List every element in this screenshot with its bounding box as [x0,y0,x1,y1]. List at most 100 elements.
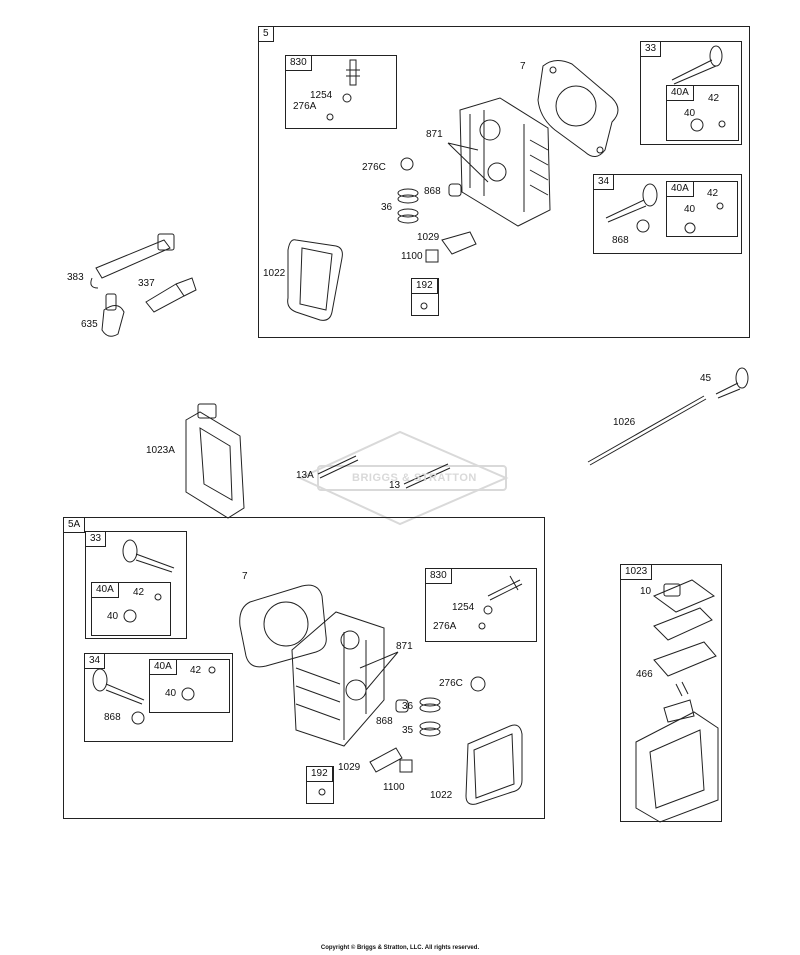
intake-valve-icon [671,45,723,85]
part-871-label: 871 [426,129,443,140]
leader-871b [359,651,399,691]
valve-spring-b-icon [419,697,441,737]
valve-cover-1023-icon [635,579,719,823]
group-830b-tag: 830 [425,568,452,584]
part-13a-label: 13A [296,470,314,481]
pushrod-1026-icon [587,395,707,466]
seal-868-icon [636,219,650,233]
part-40c-label: 40 [107,611,119,622]
part-40d-label: 40 [165,688,177,699]
part-42-label: 42 [708,93,720,104]
part-13-label: 13 [389,480,401,491]
part-1100b-label: 1100 [383,782,405,793]
part-1022-label: 1022 [263,268,286,279]
group-34b-tag: 34 [84,653,106,669]
group-40a-b-frame: 40A [666,181,738,237]
group-40a-d-tag: 40A [149,659,177,675]
part-36-label: 36 [381,202,393,213]
part-276c-label: 276C [362,162,386,173]
group-33b-frame: 33 [85,531,187,639]
group-830-frame: 830 [285,55,397,129]
part-276a-label: 276A [293,101,317,112]
group-40a-frame: 40A [666,85,739,141]
group-5a-frame: 5A [63,517,545,819]
part-871b-label: 871 [396,641,413,652]
group-34-tag: 34 [593,174,615,190]
keeper-40-icon [690,118,704,132]
part-42c-label: 42 [133,587,145,598]
rocker-1100b-icon [399,759,413,773]
group-830b-frame: 830 [425,568,537,642]
group-33b-tag: 33 [85,531,107,547]
part-1029-label: 1029 [417,232,440,243]
watermark-logo [297,430,509,526]
part-276cb-label: 276C [439,678,463,689]
part-45-label: 45 [700,373,712,384]
washer-276c-icon [400,157,414,171]
part-1026-label: 1026 [613,417,636,428]
part-868-label: 868 [424,186,441,197]
rocker-1029-icon [441,231,477,255]
group-830-tag: 830 [285,55,312,71]
keeper-40c-icon [123,609,137,623]
group-40a-b-tag: 40A [666,181,694,197]
retainer-42d-icon [208,666,216,674]
rocker-1100-icon [425,249,439,263]
cylinder-head-icon [459,97,551,227]
guide-868d-icon [395,699,409,713]
group-192-frame: 192 [411,278,439,316]
group-33-tag: 33 [640,41,662,57]
exhaust-valve-icon [605,183,658,223]
cover-gasket-1022b-icon [465,724,523,805]
spark-plug-337-icon [145,277,197,313]
watermark-text: BRIGGS & STRATTON [352,472,477,484]
group-192-tag: 192 [411,278,438,294]
bolt-13-icon [403,463,451,489]
part-276ab-label: 276A [433,621,457,632]
head-gasket-icon [537,60,619,157]
part-466-label: 466 [636,669,653,680]
cover-gasket-1022-icon [287,239,343,321]
stud-830b-icon [487,575,523,601]
stud-830-icon [346,59,360,86]
group-34b-frame: 34 [84,653,233,742]
rocker-1029b-icon [369,747,403,773]
part-1029b-label: 1029 [338,762,361,773]
group-5-tag: 5 [258,26,274,42]
group-34-frame: 34 [593,174,742,254]
part-337-label: 337 [138,278,155,289]
part-35-label: 35 [402,725,414,736]
keeper-40d-icon [181,687,195,701]
valve-cover-1023a-icon [185,403,245,519]
group-40a-c-frame: 40A [91,582,171,636]
group-192b-tag: 192 [306,766,333,782]
keeper-40b-icon [684,222,696,234]
part-1022b-label: 1022 [430,790,453,801]
plug-boot-635-icon [101,293,125,337]
group-1023-tag: 1023 [620,564,653,580]
part-1100-label: 1100 [401,251,423,262]
group-40a-tag: 40A [666,85,694,101]
part-1254b-label: 1254 [452,602,475,613]
part-40b-label: 40 [684,204,696,215]
part-40-label: 40 [684,108,696,119]
part-7-label: 7 [520,61,526,72]
valve-spring-icon [397,188,419,224]
part-1023a-label: 1023A [146,445,175,456]
cylinder-head-b-icon [291,611,385,747]
part-42b-label: 42 [707,188,719,199]
guide-868-icon [448,183,462,197]
screw-192b-icon [318,788,326,796]
washer-276a-icon [326,113,334,121]
tool-383-icon [90,233,175,289]
retainer-42c-icon [154,593,162,601]
washer-276cb-icon [470,676,486,692]
head-gasket-b-icon [239,584,327,668]
washer-276ab-icon [478,622,486,630]
copyright-footer: Copyright © Briggs & Stratton, LLC. All … [320,945,480,951]
group-192b-frame: 192 [306,766,334,804]
group-5-frame: 5 [258,26,750,338]
screw-1254b-icon [483,605,493,615]
